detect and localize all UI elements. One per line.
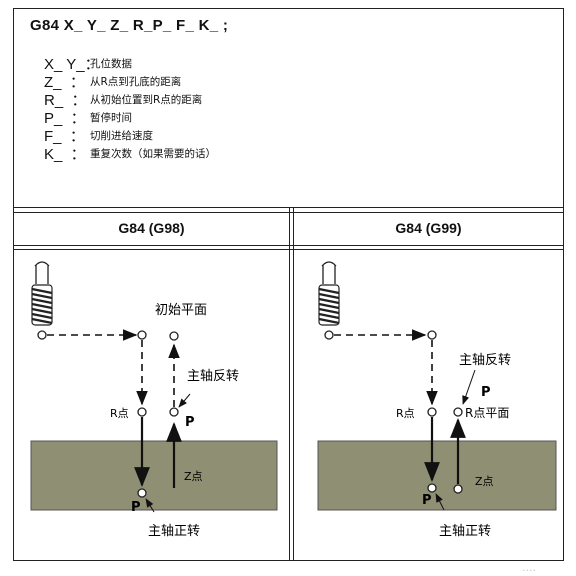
tap-tool-icon (318, 261, 340, 340)
watermark: .... (522, 561, 536, 574)
section-divider (13, 207, 564, 209)
param-desc: 重复次数（如果需要的话） (90, 147, 216, 160)
r-return-marker (169, 407, 179, 417)
r-plane-label: R点平面 (465, 406, 509, 420)
diagram-frame (13, 8, 564, 561)
r-point-marker (137, 407, 147, 417)
pointer-arrow (178, 393, 191, 408)
z-point-label: Z点 (475, 475, 494, 488)
section-divider (13, 212, 564, 214)
spindle-reverse-label: 主轴反转 (459, 353, 511, 368)
workpiece-g98 (30, 440, 278, 511)
panel-divider (289, 208, 291, 561)
r-point-label: R点 (396, 407, 415, 420)
pointer-arrow (145, 498, 155, 513)
initial-return-marker (169, 331, 179, 341)
param-desc: 孔位数据 (90, 57, 132, 70)
param-row-f: F_ ： 切削进给速度 (44, 126, 153, 145)
panel-divider (293, 208, 295, 561)
z-return-marker (453, 484, 463, 494)
header-divider (13, 245, 564, 247)
param-code: R_ ： (44, 91, 87, 109)
tap-tool-icon (31, 261, 53, 340)
param-desc: 暂停时间 (90, 111, 132, 124)
spindle-forward-label: 主轴正转 (439, 524, 491, 539)
param-row-z: Z_ ： 从R点到孔底的距离 (44, 72, 182, 91)
param-desc: 切削进给速度 (90, 129, 153, 142)
param-row-p: P_ ： 暂停时间 (44, 108, 132, 127)
header-divider (13, 249, 564, 251)
param-code: K_ ： (44, 145, 86, 163)
r-point-marker (427, 407, 437, 417)
param-code: P_ ： (44, 109, 86, 127)
pointer-arrow (435, 493, 445, 511)
p-label: P (481, 385, 491, 400)
command-syntax: G84 X_ Y_ Z_ R_P_ F_ K_ ; (30, 17, 229, 34)
param-desc: 从R点到孔底的距离 (90, 75, 182, 88)
panel-header-g99: G84 (G99) (395, 220, 462, 236)
initial-point (427, 330, 437, 340)
p-label: P (131, 500, 141, 515)
spindle-reverse-label: 主轴反转 (187, 369, 239, 384)
z-point-marker (137, 488, 147, 498)
spindle-forward-label: 主轴正转 (148, 524, 200, 539)
r-point-label: R点 (110, 407, 129, 420)
param-row-r: R_ ： 从初始位置到R点的距离 (44, 90, 203, 109)
panel-header-g98: G84 (G98) (118, 220, 185, 236)
param-row-xy: X_ Y_： 孔位数据 (44, 54, 132, 73)
param-code: F_ ： (44, 127, 85, 145)
p-label: P (185, 415, 195, 430)
param-desc: 从初始位置到R点的距离 (90, 93, 203, 106)
initial-point (137, 330, 147, 340)
pointer-arrow (462, 369, 476, 405)
p-label: P (422, 493, 432, 508)
workpiece-g99 (317, 440, 557, 511)
param-row-k: K_ ： 重复次数（如果需要的话） (44, 144, 216, 163)
z-point-label: Z点 (184, 470, 203, 483)
r-return-marker (453, 407, 463, 417)
z-point-marker (427, 483, 437, 493)
param-code: Z_ ： (44, 73, 85, 91)
initial-plane-label: 初始平面 (155, 303, 207, 318)
